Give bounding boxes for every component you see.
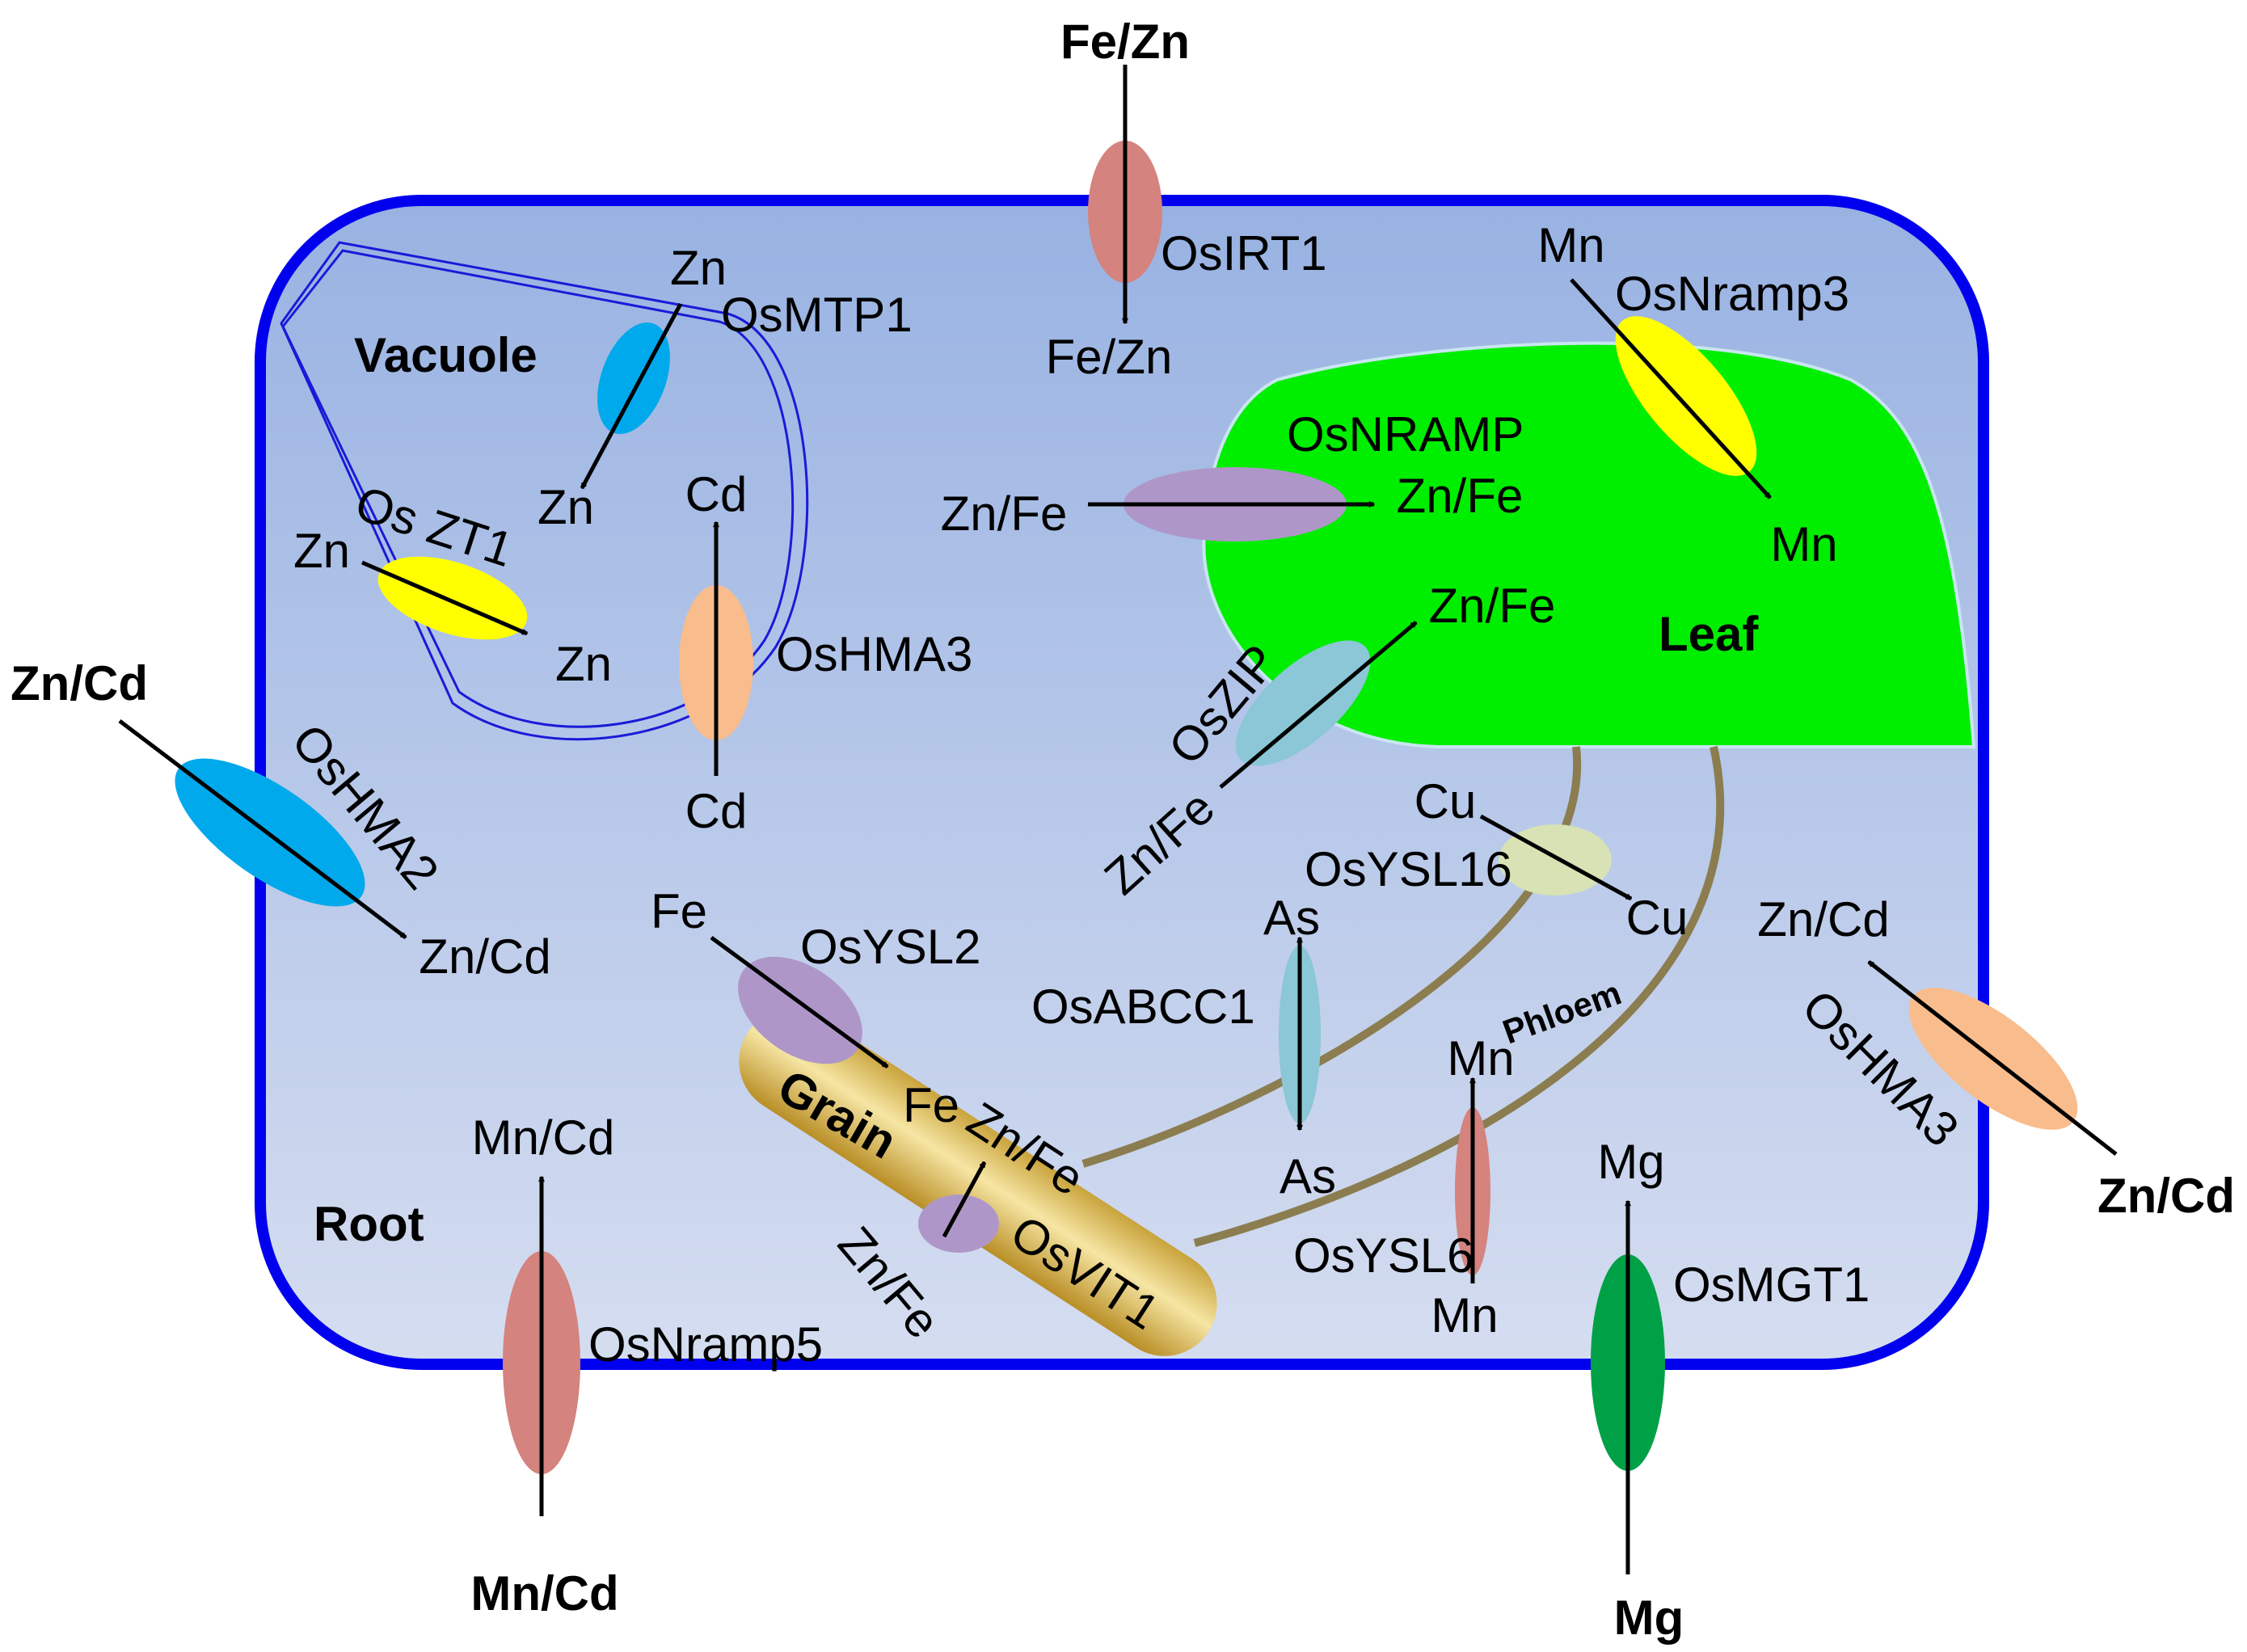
osysl16-from: Cu [1414,774,1477,828]
osysl16-to: Cu [1626,891,1688,945]
grain-compartment [739,1009,1217,1356]
osmtp1-to: Zn [538,480,594,534]
osmtp1-name: OsMTP1 [721,288,913,342]
oszip-arrow [1219,621,1416,789]
osysl2-name: OsYSL2 [800,920,980,974]
oszt1-to: Zn [555,637,612,691]
osnramp-from: Zn/Fe [941,487,1068,541]
osabcc1-to: As [1279,1149,1336,1203]
osirt1-name: OsIRT1 [1161,226,1327,280]
oshma2-to: Zn/Cd [419,929,550,984]
osnramp5-name: OsNramp5 [588,1317,823,1372]
osirt1-from: Fe/Zn [1060,15,1190,69]
osmgt1-to: Mg [1597,1135,1664,1189]
osmtp1-from: Zn [670,241,727,295]
osysl16-name: OsYSL16 [1305,842,1512,896]
osysl6-from: Mn [1431,1288,1498,1342]
oszip-transporter [1235,640,1371,766]
osnramp5-from: Mn/Cd [470,1566,618,1620]
osmtp1-arrow [580,302,683,488]
osnramp3-transporter [1615,316,1757,476]
oshma3-membrane-from: Zn/Cd [2097,1169,2235,1223]
leaf-label: Leaf [1659,607,1759,661]
osirt1-to: Fe/Zn [1046,330,1173,384]
osysl2-arrow [710,935,887,1069]
osnramp3-from: Mn [1537,218,1604,272]
osysl2-transporter [738,956,862,1064]
osabcc1-from: As [1263,891,1320,945]
osnramp3-name: OsNramp3 [1615,267,1849,321]
oshma3-vacuole-from: Cd [685,784,748,838]
osnramp3-to: Mn [1770,517,1837,571]
osysl6-name: OsYSL6 [1293,1228,1473,1283]
root-label: Root [314,1197,424,1251]
osmtp1-transporter [597,322,670,435]
osabcc1-name: OsABCC1 [1031,980,1255,1034]
oshma2-from: Zn/Cd [11,656,148,710]
vacuole-label: Vacuole [354,328,538,382]
oszip-to: Zn/Fe [1429,579,1556,633]
osnramp3-arrow [1570,278,1772,499]
osnramp-name: OsNRAMP [1287,407,1524,461]
oshma3-membrane-arrow [1869,960,2118,1156]
osvit1-arrow [942,1162,987,1238]
oshma3-vacuole-name: OsHMA3 [776,627,972,681]
oshma2-arrow [118,719,406,939]
vacuole-membrane [280,241,809,741]
osnramp5-to: Mn/Cd [472,1110,615,1165]
osysl6-to: Mn [1447,1031,1514,1085]
oszt1-from: Zn [293,524,350,578]
osysl16-arrow [1479,814,1631,901]
oshma3-vacuole-to: Cd [685,467,748,521]
oszt1-arrow [361,560,527,636]
osvit1-transporter [918,1195,999,1253]
oshma3-membrane-to: Zn/Cd [1757,892,1889,946]
osnramp-to: Zn/Fe [1397,469,1524,523]
osysl2-from: Fe [651,884,707,938]
osmgt1-name: OsMGT1 [1673,1258,1870,1312]
osysl2-to: Fe [903,1078,959,1132]
osmgt1-from: Mg [1614,1591,1684,1645]
